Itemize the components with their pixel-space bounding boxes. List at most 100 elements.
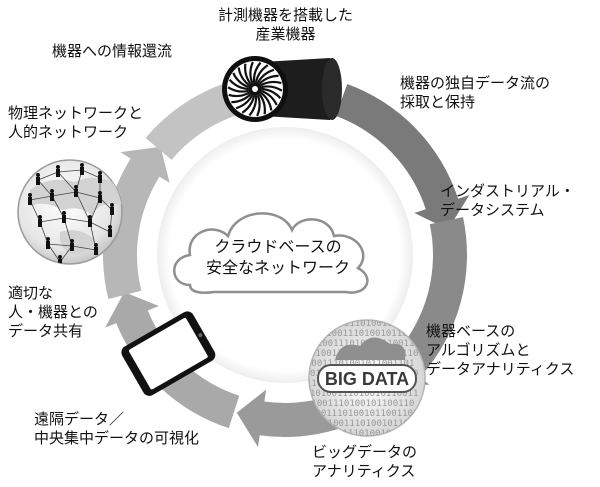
network-link — [71, 245, 97, 251]
person-figure — [62, 211, 66, 223]
fan-blade — [260, 91, 273, 111]
network-link — [81, 169, 101, 179]
fan-blade — [252, 61, 262, 83]
step-label-line: ビッグデータの — [312, 443, 418, 461]
center-label-line: 安全なネットワーク — [205, 258, 350, 277]
network-link — [29, 195, 53, 201]
label-industrial-data-system: インダストリアル・データシステム — [440, 182, 575, 220]
step-label-line: 産業機器 — [255, 25, 316, 43]
step-label-line: データ共有 — [8, 322, 84, 340]
cloud-icon — [173, 212, 369, 294]
step-label-line: データシステム — [440, 201, 545, 219]
binary-texture-row: 01101001110100101100 — [306, 419, 414, 429]
step-label-line: 機器への情報還流 — [52, 42, 173, 60]
fan-blade — [248, 95, 258, 117]
step-label-line: 採取と保持 — [400, 93, 476, 111]
person-figure — [56, 165, 60, 177]
person-figure — [88, 215, 92, 227]
binary-texture-row: 01001110100101100110 — [306, 399, 414, 409]
binary-texture-row: 10100111010010110011 — [310, 389, 418, 399]
network-link — [75, 191, 91, 223]
network-link — [37, 171, 59, 181]
person-figure — [108, 225, 112, 237]
fan-blade — [254, 64, 269, 83]
fan-blade — [235, 94, 254, 110]
fan-blade — [249, 61, 254, 84]
person-figure — [38, 215, 42, 227]
cycle-arrow-segment — [103, 146, 170, 300]
fan-blade — [258, 74, 279, 85]
fan-blade — [258, 93, 266, 115]
step-label-line: アナリティクス — [312, 462, 416, 480]
label-big-data-analytics: ビッグデータのアナリティクス — [312, 443, 417, 481]
person-figure — [98, 191, 102, 203]
person-figure — [36, 173, 40, 185]
step-label-line: 物理ネットワークと — [8, 104, 144, 122]
fan-blade — [231, 93, 252, 104]
cycle-arrow-segment — [335, 83, 470, 230]
label-remote-visualization: 遠隔データ／中央集中データの可視化 — [34, 410, 199, 448]
person-figure — [94, 243, 98, 255]
fan-blade — [228, 78, 249, 91]
network-link — [75, 191, 101, 199]
fan-blade — [241, 95, 256, 114]
center-label-secure-cloud-network: クラウドベースの安全なネットワーク — [198, 236, 358, 278]
label-physical-network: 物理ネットワークと人的ネットワーク — [8, 104, 143, 142]
person-figure — [98, 171, 102, 183]
network-link — [37, 179, 53, 197]
network-link — [51, 191, 77, 197]
fan-blade — [244, 63, 252, 85]
network-link — [57, 171, 77, 193]
people-network-globe-icon — [17, 159, 123, 265]
network-link — [57, 169, 83, 173]
fan-blade — [261, 89, 278, 106]
binary-texture-row: 01101001110100101100 — [306, 319, 414, 329]
label-data-collection: 機器の独自データ流の採取と保持 — [400, 74, 550, 112]
step-label-line: アルゴリズムと — [426, 341, 531, 359]
person-figure — [46, 237, 50, 249]
binary-texture-row: 11010011101001011001 — [310, 329, 418, 339]
big-data-badge: BIG DATA — [325, 369, 409, 389]
step-label-line: データアナリティクス — [426, 360, 575, 378]
person-figure — [80, 163, 84, 175]
network-link — [63, 217, 91, 223]
person-figure — [70, 239, 74, 251]
fan-blade — [232, 72, 249, 89]
person-figure — [58, 255, 62, 264]
person-figure — [74, 185, 78, 197]
big-data-icon: 0110100111010010110011010011101001011001… — [306, 319, 426, 439]
label-machine-analytics: 機器ベースのアルゴリズムとデータアナリティクス — [426, 322, 574, 379]
fan-blade — [256, 94, 261, 117]
person-figure — [28, 193, 32, 205]
fan-blade — [261, 87, 282, 100]
fan-blade — [227, 86, 249, 93]
step-label-line: 適切な — [8, 284, 54, 302]
step-label-line: 中央集中データの可視化 — [34, 429, 200, 447]
fan-blade — [228, 91, 250, 98]
binary-texture-row: 10011101001011001101 — [310, 409, 418, 419]
fan-blade — [256, 68, 275, 84]
fan-blade — [261, 85, 283, 92]
step-label-line: 計測機器を搭載した — [218, 6, 354, 24]
network-link — [47, 243, 73, 247]
step-label-line: インダストリアル・ — [440, 182, 575, 200]
label-data-sharing: 適切な人・機器とのデータ共有 — [8, 284, 98, 341]
network-link — [39, 217, 65, 223]
step-label-line: 機器ベースの — [426, 322, 516, 340]
fan-blade — [260, 80, 282, 87]
label-industrial-equipment: 計測機器を搭載した産業機器 — [218, 6, 353, 44]
label-info-return: 機器への情報還流 — [52, 42, 172, 61]
binary-texture-row: 11010011101001011001 — [310, 429, 418, 439]
step-label-line: 人的ネットワーク — [8, 123, 129, 141]
step-label-line: 機器の独自データ流の — [400, 74, 551, 92]
data-cloud-shape — [335, 337, 406, 360]
step-label-line: 遠隔データ／ — [34, 410, 125, 428]
person-figure — [110, 203, 114, 215]
step-label-line: 人・機器との — [8, 303, 98, 321]
person-figure — [50, 189, 54, 201]
network-link — [89, 221, 111, 233]
smartphone-icon — [121, 311, 216, 396]
jet-engine-icon — [222, 56, 342, 122]
